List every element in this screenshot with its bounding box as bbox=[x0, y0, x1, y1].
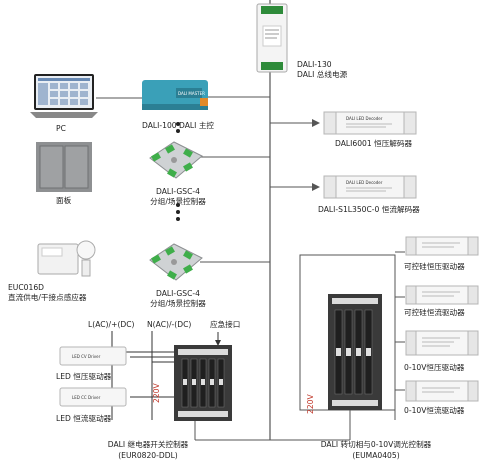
dali130-desc-label: DALI 总线电源 bbox=[297, 70, 348, 79]
driver-thyristor-cc-label: 可控硅恒流驱动器 bbox=[404, 308, 465, 317]
s1l350-device-text: DALI LED Decoder bbox=[346, 180, 383, 185]
relay-controller-label: DALI 继电器开关控制器 bbox=[107, 440, 189, 449]
dali6001-decoder: DALI LED Decoder bbox=[322, 108, 418, 138]
dali100-screen-text: DALI MASTER bbox=[178, 91, 205, 96]
dali100-label: DALI-100 DALI 主控 bbox=[142, 121, 215, 130]
gsc4-controller-a bbox=[144, 136, 206, 184]
driver-thyristor-cc bbox=[404, 283, 480, 307]
dali6001-label: DALI6001 恒压解码器 bbox=[335, 139, 413, 148]
gsc4-a-desc-label: 分组/场景控制器 bbox=[150, 197, 206, 206]
relay-controller-model: (EUR0820-DDL) bbox=[118, 451, 178, 460]
s1l350-label: DALI-S1L350C-0 恒流解码器 bbox=[318, 205, 420, 214]
euc016d-sensor bbox=[34, 234, 98, 280]
driver-thyristor-cv-label: 可控硅恒压驱动器 bbox=[404, 262, 465, 271]
gsc4-a-model-label: DALI-GSC-4 bbox=[156, 187, 200, 196]
driver-010v-cc bbox=[404, 378, 480, 404]
gsc4-controller-b bbox=[144, 238, 206, 286]
dim-controller-model: (EUMA0405) bbox=[352, 451, 400, 460]
relay-switch-controller bbox=[172, 343, 234, 423]
driver-010v-cc-label: 0-10V恒流驱动器 bbox=[404, 406, 465, 415]
driver-010v-cv bbox=[404, 328, 480, 358]
driver-010v-cv-label: 0-10V恒压驱动器 bbox=[404, 363, 465, 372]
dali130-model-label: DALI-130 bbox=[297, 60, 332, 69]
gsc4-b-model-label: DALI-GSC-4 bbox=[156, 289, 200, 298]
led-cv-driver: LED CV Driver bbox=[58, 345, 128, 367]
euc016d-desc-label: 直流供电/干接点感应器 bbox=[8, 293, 87, 302]
pc-computer bbox=[30, 72, 98, 120]
led-cc-device-text: LED CC Driver bbox=[72, 395, 101, 400]
led-cc-driver: LED CC Driver bbox=[58, 386, 128, 408]
led-cv-driver-label: LED 恒压驱动器 bbox=[56, 372, 112, 381]
dim-voltage-label: 220V bbox=[306, 394, 315, 414]
emergency-interface-label: 应急接口 bbox=[210, 320, 241, 329]
s1l350-decoder: DALI LED Decoder bbox=[322, 172, 418, 202]
led-cv-device-text: LED CV Driver bbox=[72, 354, 101, 359]
wall-panel bbox=[34, 140, 94, 194]
dali100-master-controller: DALI MASTER bbox=[140, 78, 210, 114]
gsc4-b-desc-label: 分组/场景控制器 bbox=[150, 299, 206, 308]
pc-label: PC bbox=[56, 124, 66, 133]
dim-controller-label: DALI 转切相与0-10V调光控制器 bbox=[320, 440, 432, 449]
ac-neutral-label: N(AC)/-(DC) bbox=[147, 320, 192, 329]
euc016d-model-label: EUC016D bbox=[8, 283, 44, 292]
driver-thyristor-cv bbox=[404, 234, 480, 258]
ac-live-label: L(AC)/+(DC) bbox=[88, 320, 135, 329]
dali6001-device-text: DALI LED Decoder bbox=[346, 116, 383, 121]
led-cc-driver-label: LED 恒流驱动器 bbox=[56, 414, 112, 423]
panel-label: 面板 bbox=[56, 196, 72, 205]
dim-controller-euma0405 bbox=[326, 292, 384, 412]
dali130-power-supply bbox=[253, 2, 291, 74]
relay-voltage-label: 220V bbox=[152, 383, 161, 403]
